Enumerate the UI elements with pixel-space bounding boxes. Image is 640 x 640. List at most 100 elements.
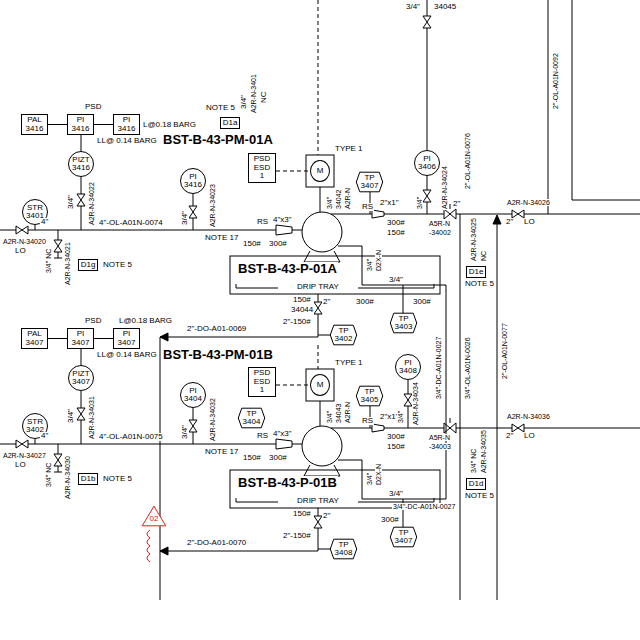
node-text: STR [26, 418, 44, 426]
drawing-label: 4"-OL-A01N-0075 [98, 433, 164, 441]
drawing-label: 300# [268, 454, 288, 462]
drawing-label: 3/4" [240, 94, 248, 110]
drawing-label: 34045 [433, 3, 457, 11]
node-text: PAL [26, 330, 44, 338]
drawing-label: 2"-150# [282, 318, 312, 326]
drawing-label: RS [256, 218, 269, 226]
drawing-label: 3/4" [388, 490, 404, 498]
drawing-label: RS [256, 432, 269, 440]
tray-band: DRIP TRAY [278, 282, 358, 293]
instrument-bubble: PI3408 [395, 354, 421, 380]
node-text-group: PI3407 [72, 330, 90, 347]
node-text: PI [72, 116, 90, 124]
instrument-box: PI3416 [67, 114, 94, 135]
node-text-group: TP3403 [395, 315, 413, 332]
drawing-label: A2R-N-34036 [506, 413, 551, 420]
node-text: 3408 [399, 367, 417, 375]
node-text: 3405 [361, 396, 379, 404]
node-text: TP [335, 327, 353, 335]
node-text-group: PIZT3416 [72, 156, 90, 173]
drawing-label: NOTE 5 [464, 280, 495, 288]
drawing-label: PSD [84, 317, 102, 325]
node-text: 3403 [395, 323, 413, 331]
drawing-label: A2R-N-34022 [88, 181, 95, 226]
node-text-group: D1g [81, 261, 96, 269]
node-text-group: DRIP TRAY [295, 283, 341, 291]
instrument-bubble: PIZT3416 [68, 151, 94, 177]
node-text-group: PIZT3407 [72, 370, 90, 387]
drawing-label: PSD [84, 103, 102, 111]
node-text: PI [184, 173, 202, 181]
drawing-label: A2R-N-34020 [2, 238, 47, 245]
node-text-group: PI3416 [184, 173, 202, 190]
node-text-group: TP3408 [335, 541, 353, 558]
instrument-box: PI3407 [67, 328, 94, 349]
test-point: TP3407 [390, 527, 417, 547]
drawing-label: 300# [386, 433, 406, 441]
drawing-label: 4"x3" [272, 430, 293, 438]
test-point: TP3403 [390, 313, 417, 333]
drawing-label: A2R-N-3401 [250, 73, 257, 114]
drawing-label: A2R-N-34031 [88, 395, 95, 440]
drawing-label: 150# [292, 510, 312, 518]
drawing-label: -34002 [428, 229, 452, 236]
drawing-label: 34043 [335, 403, 342, 424]
node-text: 3406 [418, 163, 436, 171]
drawing-label: 2" [505, 218, 514, 226]
node-text: PSD [254, 369, 270, 377]
node-text: DRIP TRAY [297, 283, 339, 291]
drawing-label: 2"-DO-A01-0069 [186, 325, 247, 333]
node-text-group: TP3407 [395, 529, 413, 546]
test-point: TP3405 [356, 386, 383, 406]
node-text: TP [335, 541, 353, 549]
esd-box: PSDESD1 [248, 367, 276, 397]
drawing-label: 3/4" NC [45, 462, 52, 488]
node-text-group: TP3404 [243, 410, 261, 427]
drawing-label: LO [523, 432, 536, 440]
drawing-label: 3/4" NC [45, 248, 52, 274]
drawing-label: 2"-OL-A01N-0092 [552, 52, 559, 110]
equipment-tag: BST-B-43-PM-01A [162, 133, 274, 146]
drawing-label: 4"-OL-A01N-0074 [98, 219, 164, 227]
drawing-label: 34042 [335, 189, 342, 210]
drawing-label: 150# [292, 296, 312, 304]
node-text-group: PSDESD1 [254, 155, 270, 180]
drawing-label: LO [14, 247, 27, 255]
drawing-label: 300# [412, 298, 432, 306]
node-text-group: D1d [469, 480, 484, 488]
node-text-group: PI3416 [118, 116, 136, 133]
node-text: D1a [223, 119, 238, 127]
drawing-label: 3/4" [326, 196, 333, 210]
node-text-group: M [317, 381, 324, 389]
detail-tag: D1a [220, 117, 240, 129]
node-text: M [317, 167, 324, 175]
test-point: TP3407 [356, 172, 383, 192]
drawing-label: 150# [242, 240, 262, 248]
drawing-label: 300# [268, 240, 288, 248]
drawing-label: A2R-N-34035 [480, 429, 487, 474]
drawing-label: 3/4" [67, 194, 75, 210]
node-text: ESD [254, 378, 270, 386]
node-text: 3407 [395, 537, 413, 545]
drawing-label: 3/4"-DC-A01N-0027 [392, 503, 456, 510]
drawing-label: 3/4" [416, 196, 423, 210]
node-text: 3404 [243, 418, 261, 426]
node-text-group: TP3407 [361, 174, 379, 191]
node-text-group: PI3407 [118, 330, 136, 347]
drawing-label: A2R-N [344, 187, 351, 210]
node-text: 3416 [72, 125, 90, 133]
node-text-group: PAL3416 [26, 116, 44, 133]
tray-band: DRIP TRAY [278, 496, 358, 507]
drawing-label: 3/4"-OL-A01N-0026 [464, 336, 471, 400]
test-point: TP3408 [330, 539, 357, 559]
esd-box: PSDESD1 [248, 153, 276, 183]
drawing-label: 3/4" [366, 258, 373, 272]
drawing-label: LO [14, 461, 27, 469]
node-text-group: PI3404 [184, 387, 202, 404]
alarm-tag: PAL3407 [21, 328, 48, 349]
drawing-label: A2R-N-34030 [64, 455, 71, 500]
drawing-label: A2R-N-34021 [64, 241, 71, 286]
drawing-label: TYPE 1 [334, 359, 364, 367]
drawing-label: 4" [40, 218, 49, 226]
drawing-label: TYPE 1 [334, 145, 364, 153]
